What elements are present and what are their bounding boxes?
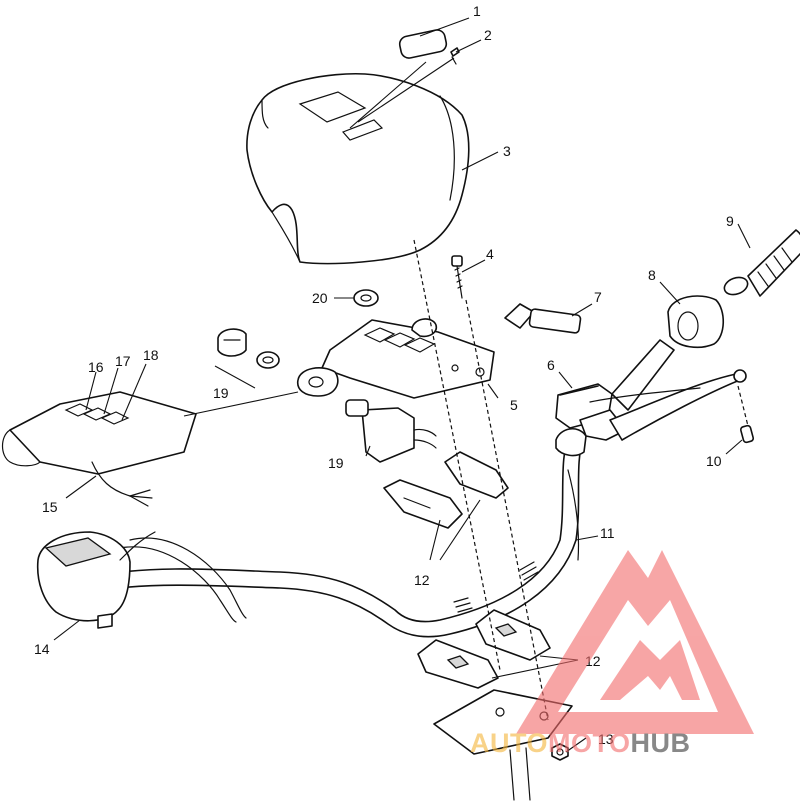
part-15-wiring-panel xyxy=(1,391,197,507)
callout-20: 20 xyxy=(312,290,328,306)
callout-16: 16 xyxy=(88,359,104,375)
callout-19-top: 19 xyxy=(213,385,229,401)
callout-12-upper: 12 xyxy=(414,572,430,588)
part-5-bracket xyxy=(296,318,495,399)
part-1-cover-plate xyxy=(398,29,448,59)
callout-7: 7 xyxy=(594,289,602,305)
watermark-triangle-logo xyxy=(516,550,754,734)
part-2-screw xyxy=(450,47,460,65)
callout-10: 10 xyxy=(706,453,722,469)
part-12-clamp-lower xyxy=(417,609,551,689)
part-7-plug xyxy=(504,303,582,334)
callout-1: 1 xyxy=(473,3,481,19)
brake-lever xyxy=(589,369,747,441)
part-3-pod-cover xyxy=(246,72,470,265)
part-6-master-cylinder xyxy=(555,383,627,441)
part-4-bolt xyxy=(451,255,463,299)
callout-13: 13 xyxy=(598,731,614,747)
part-8-throttle-housing xyxy=(611,295,725,411)
part-10-screw xyxy=(737,385,755,444)
callout-19-lower: 19 xyxy=(328,455,344,471)
part-19-switch-lower xyxy=(345,399,437,463)
callout-15: 15 xyxy=(42,499,58,515)
watermark-text: AUTOMOTOHUB xyxy=(470,728,691,758)
part-12-clamp-upper xyxy=(383,451,509,529)
part-19-key-switch-top xyxy=(214,328,280,389)
callout-2: 2 xyxy=(484,27,492,43)
callout-9: 9 xyxy=(726,213,734,229)
callout-3: 3 xyxy=(503,143,511,159)
watermark-text-moto: MOTO xyxy=(548,728,631,758)
leader-lines xyxy=(53,17,751,753)
callout-11: 11 xyxy=(600,525,615,541)
cables xyxy=(119,469,580,623)
watermark-text-hub: HUB xyxy=(631,728,691,758)
part-9-grip xyxy=(723,229,800,297)
automotohub-watermark: AUTOMOTOHUB xyxy=(470,550,754,758)
part-20-nut xyxy=(353,289,379,307)
callout-6: 6 xyxy=(547,357,555,373)
callout-labels: 1 2 3 4 20 7 8 9 6 5 10 16 17 18 19 19 1… xyxy=(34,3,734,747)
callout-18: 18 xyxy=(143,347,159,363)
callout-14: 14 xyxy=(34,641,50,657)
callout-8: 8 xyxy=(648,267,656,283)
part-11-handlebar xyxy=(99,428,587,638)
part-14-switch-housing xyxy=(36,531,156,629)
callout-17: 17 xyxy=(115,353,131,369)
watermark-text-auto: AUTO xyxy=(470,728,548,758)
watermark-inner-mark xyxy=(600,640,700,700)
callout-5: 5 xyxy=(510,397,518,413)
callout-4: 4 xyxy=(486,246,494,262)
part-13-nut xyxy=(551,743,569,761)
